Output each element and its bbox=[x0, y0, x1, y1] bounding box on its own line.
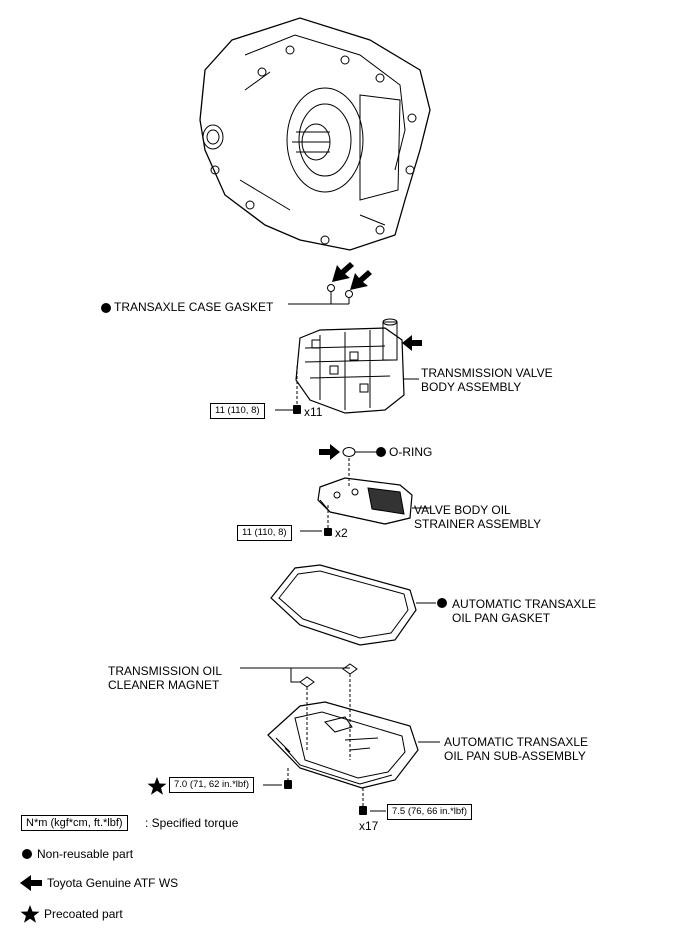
pan-bolt-qty: x17 bbox=[359, 819, 379, 833]
strainer-torque-box: 11 (110, 8) bbox=[237, 525, 292, 541]
precoated-star-icon bbox=[147, 777, 167, 795]
o-ring-label: O-RING bbox=[389, 445, 433, 459]
transaxle-housing-illustration bbox=[199, 17, 431, 251]
atf-arrow-icon bbox=[319, 444, 340, 460]
legend-precoated: Precoated part bbox=[44, 907, 123, 921]
valve-body-illustration bbox=[295, 318, 405, 414]
strainer-label: VALVE BODY OIL STRAINER ASSEMBLY bbox=[414, 503, 542, 531]
strainer-bolt-qty: x2 bbox=[335, 526, 348, 540]
valve-body-torque-box: 11 (110, 8) bbox=[210, 403, 265, 419]
atf-arrow-icon bbox=[332, 262, 354, 282]
legend-non-reusable: Non-reusable part bbox=[37, 847, 134, 861]
magnet-label: TRANSMISSION OIL CLEANER MAGNET bbox=[108, 664, 223, 692]
legend-torque-unit-box: N*m (kgf*cm, ft.*lbf) bbox=[21, 815, 128, 831]
legend-atf: Toyota Genuine ATF WS bbox=[47, 876, 179, 890]
valve-body-label: TRANSMISSION VALVE BODY ASSEMBLY bbox=[421, 366, 553, 394]
oil-pan-illustration bbox=[267, 701, 419, 789]
legend-torque-desc: : Specified torque bbox=[145, 816, 239, 830]
pan-gasket-label: AUTOMATIC TRANSAXLE OIL PAN GASKET bbox=[452, 597, 597, 625]
pan-gasket-illustration bbox=[270, 564, 417, 646]
valve-body-bolt-qty: x11 bbox=[304, 405, 323, 419]
atf-arrow-icon bbox=[350, 270, 372, 290]
strainer-illustration bbox=[317, 477, 413, 525]
atf-arrow-icon bbox=[402, 335, 422, 351]
transaxle-case-gasket-label: TRANSAXLE CASE GASKET bbox=[114, 300, 274, 314]
pan-torque-box: 7.5 (76, 66 in.*lbf) bbox=[387, 804, 472, 820]
pan-precoated-torque-box: 7.0 (71, 62 in.*lbf) bbox=[169, 777, 254, 793]
oil-pan-label: AUTOMATIC TRANSAXLE OIL PAN SUB-ASSEMBLY bbox=[444, 735, 589, 763]
